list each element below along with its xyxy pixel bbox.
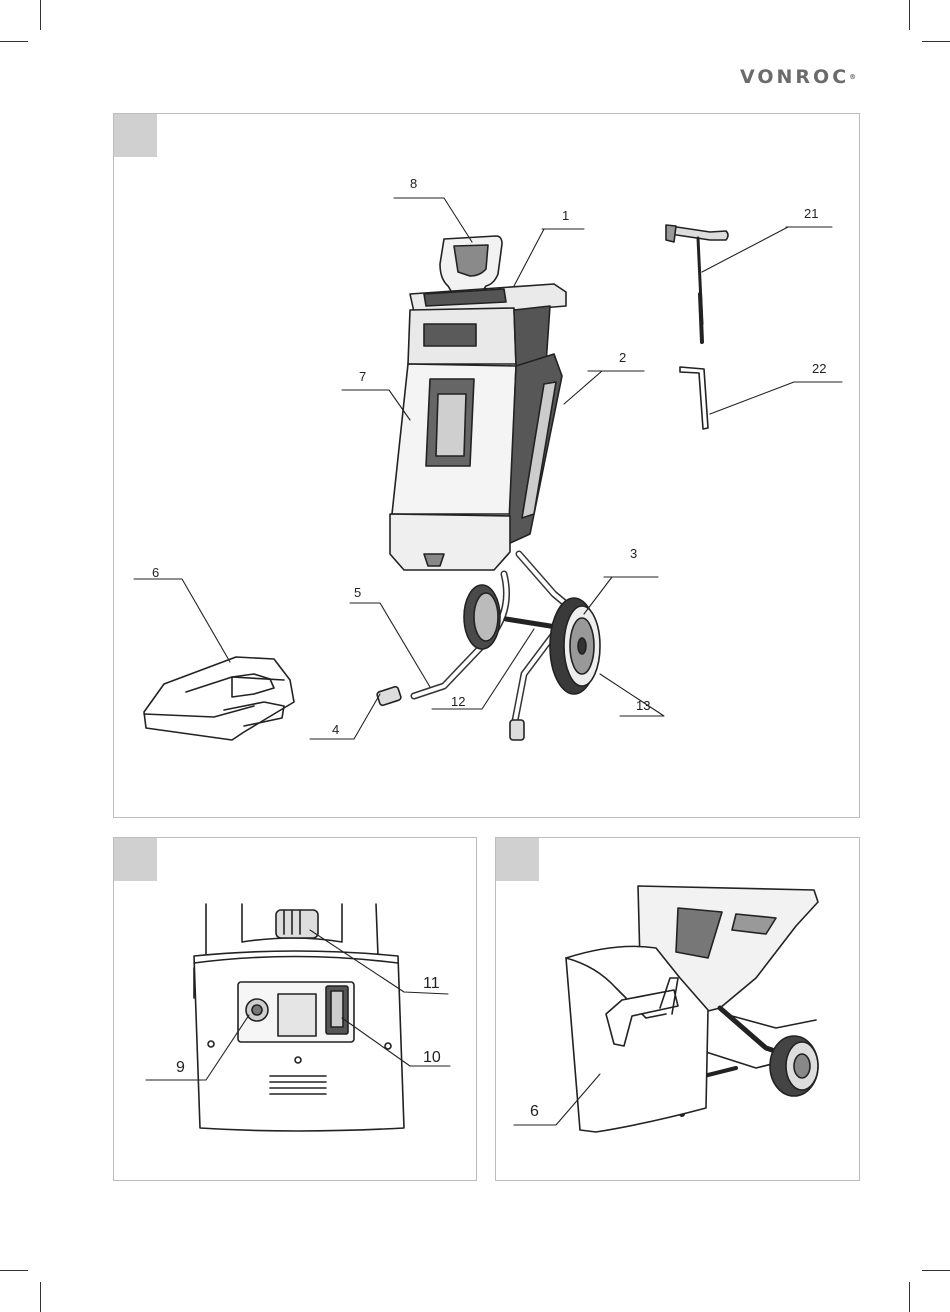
callout-5: 5 (354, 585, 361, 600)
callout-12: 12 (451, 694, 465, 709)
callout-7: 7 (359, 369, 366, 384)
crop-mark (909, 1282, 910, 1312)
callout-13: 13 (636, 698, 650, 713)
registered-mark: ® (849, 73, 856, 81)
callout-1: 1 (562, 208, 569, 223)
callout-8: 8 (410, 176, 417, 191)
callout-3: 3 (630, 546, 637, 561)
callout-9: 9 (176, 1059, 185, 1077)
callout-6: 6 (530, 1103, 539, 1121)
crop-mark (909, 0, 910, 30)
crop-mark (922, 1270, 950, 1271)
callout-4: 4 (332, 722, 339, 737)
callout-22: 22 (812, 361, 826, 376)
crop-mark (40, 0, 41, 30)
crop-mark (0, 41, 28, 42)
callout-2: 2 (619, 350, 626, 365)
crop-mark (922, 41, 950, 42)
callout-10: 10 (423, 1049, 441, 1067)
figure-2-panel: 11 9 10 (113, 837, 477, 1181)
crop-mark (0, 1270, 28, 1271)
crop-mark (40, 1282, 41, 1312)
brand-logo: VONROC® (740, 64, 870, 90)
callout-11: 11 (423, 975, 440, 993)
figure-1-panel: 8 1 21 2 7 22 3 6 5 12 13 4 (113, 113, 860, 818)
bag-mounted-illustration (496, 838, 861, 1182)
brand-name: VONROC (740, 66, 849, 88)
figure-3-panel: 6 (495, 837, 860, 1181)
callout-21: 21 (804, 206, 818, 221)
callout-6: 6 (152, 565, 159, 580)
switch-panel-illustration (114, 838, 478, 1182)
shredder-overview-illustration (114, 114, 861, 819)
